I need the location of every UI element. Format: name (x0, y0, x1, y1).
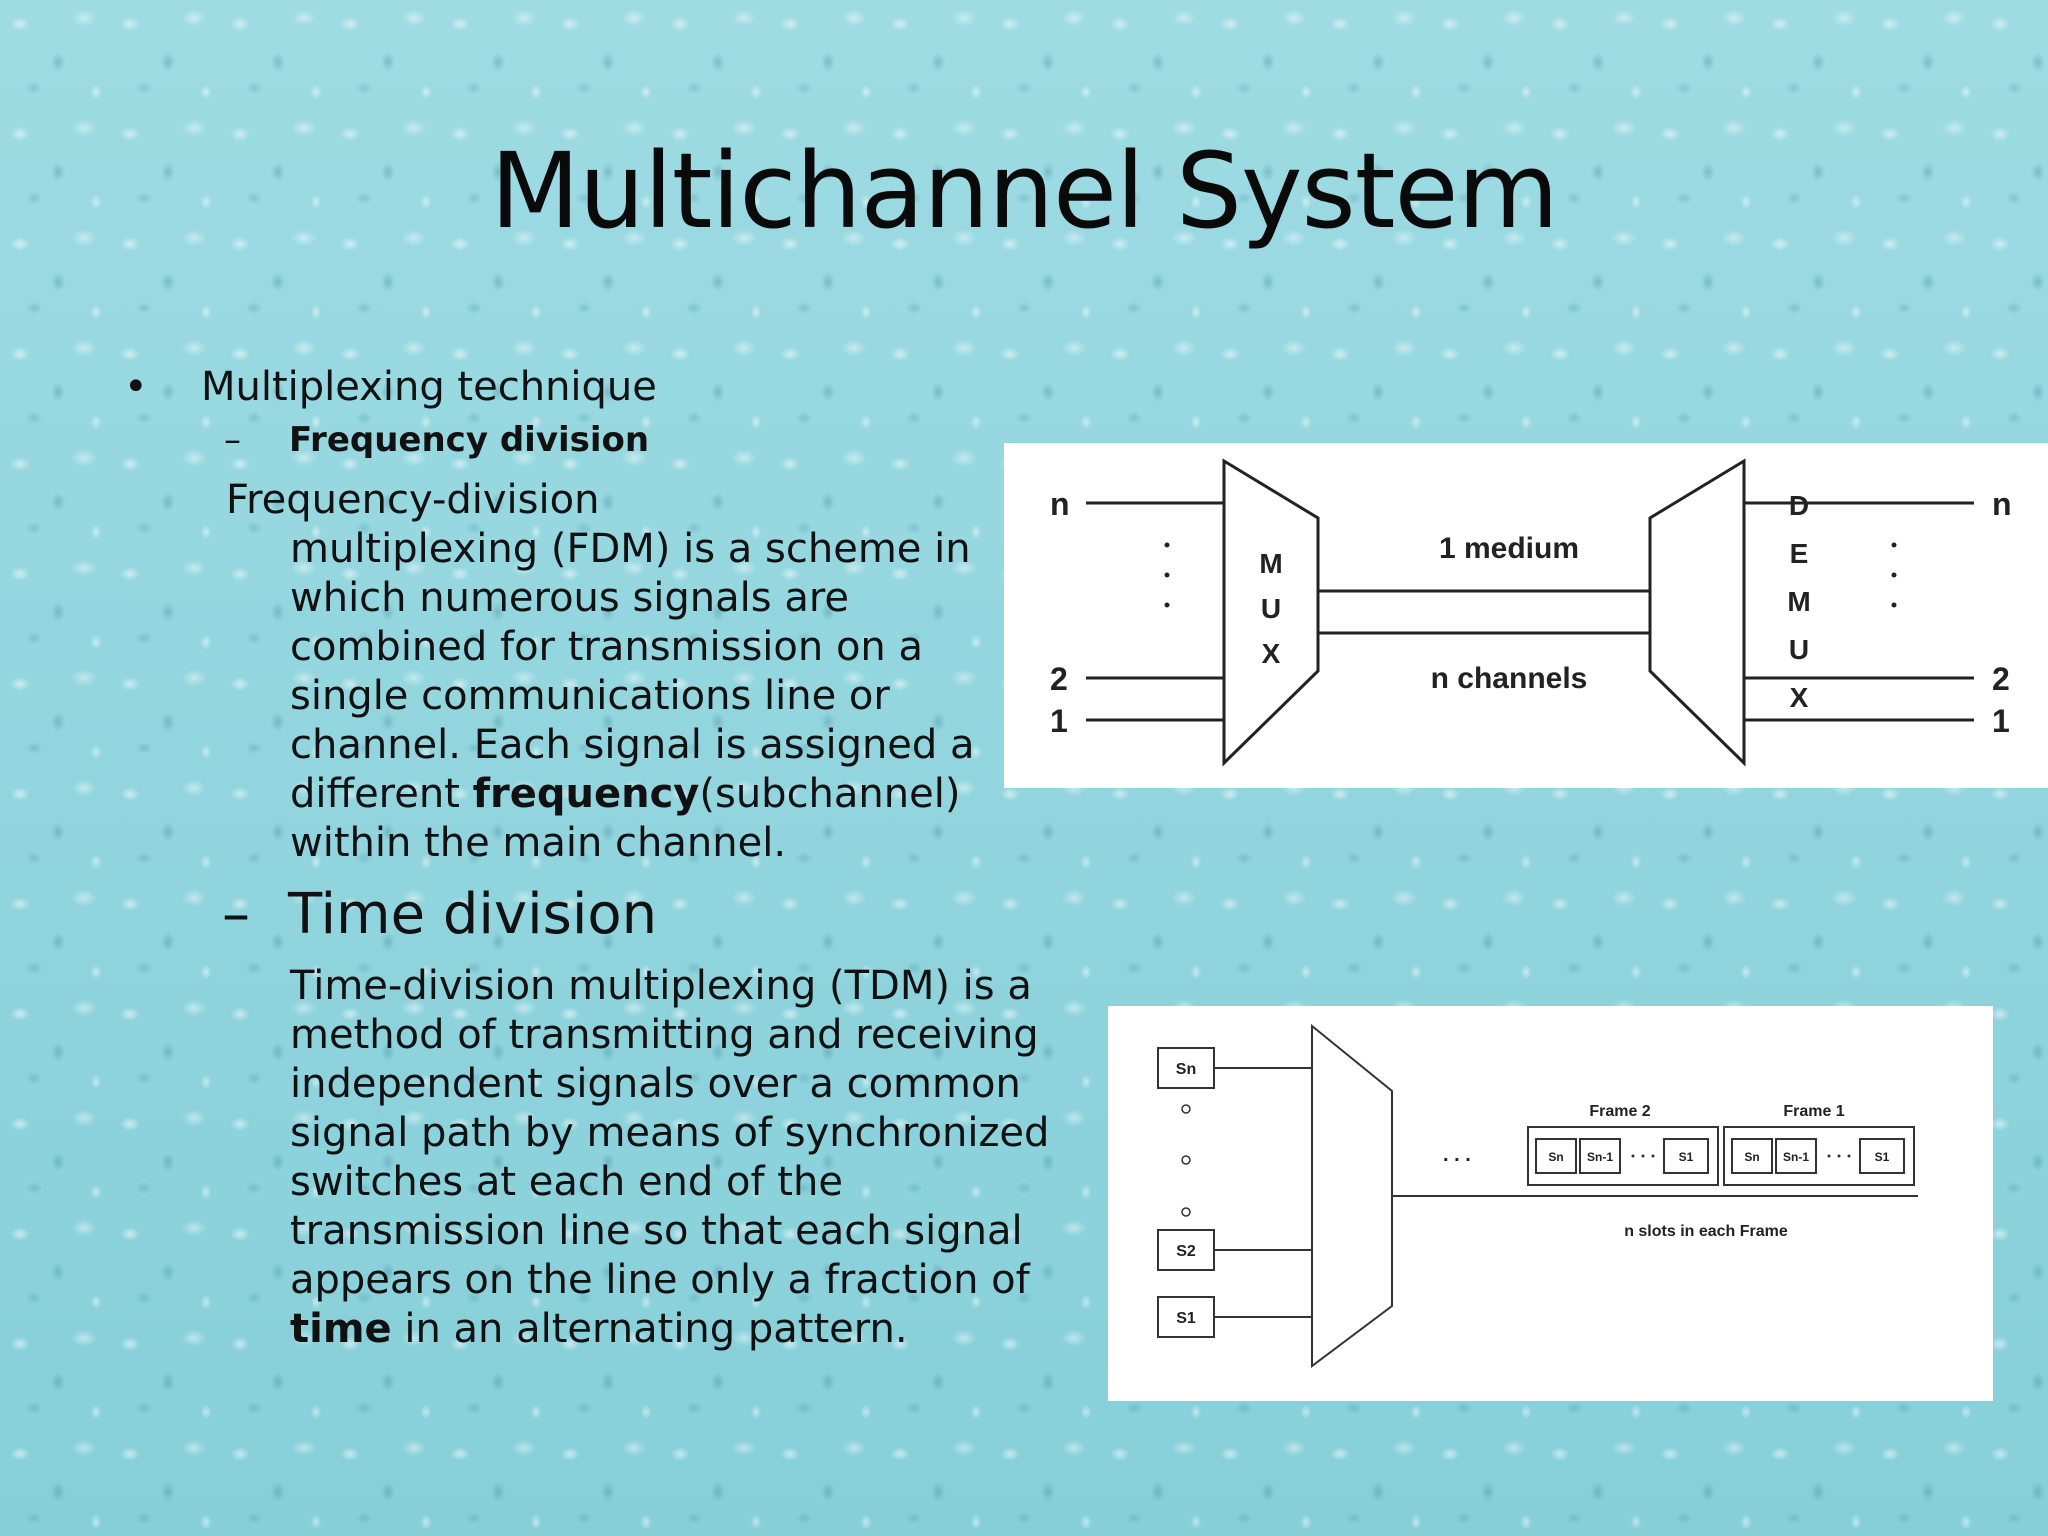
fdm-right-label-2: 2 (1992, 661, 2010, 697)
fdm-right-label-1: 1 (1992, 703, 2010, 739)
tdm-text-after: in an alternating pattern. (391, 1306, 908, 1352)
bullet-text: Multiplexing technique (201, 364, 657, 410)
tdm-paragraph: Time-division multiplexing (TDM) is a me… (290, 962, 1050, 1354)
mux-letter-u: U (1261, 593, 1281, 624)
fdm-left-label-1: 1 (1050, 703, 1068, 739)
mux-letter-m: M (1259, 548, 1282, 579)
f1-slot-sn-1: Sn-1 (1783, 1150, 1809, 1164)
source-label-sn: Sn (1176, 1061, 1196, 1078)
demux-letter-d: D (1789, 490, 1809, 521)
fdm-right-label-n: n (1992, 486, 2012, 522)
demux-letter-x: X (1790, 682, 1809, 713)
dash-marker: – (222, 882, 250, 947)
bullet-dot: • (124, 364, 148, 410)
demux-letter-u: U (1789, 634, 1809, 665)
mux-shape (1222, 458, 1320, 767)
fdm-diagram-svg: n 2 1 n 2 1 M U X D E M U X 1 medium n c… (1050, 458, 2012, 767)
tdm-text-before: Time-division multiplexing (TDM) is a me… (290, 963, 1050, 1303)
tdm-bold-word: time (290, 1306, 392, 1352)
dash-marker: – (224, 420, 241, 460)
f2-slot-s1: S1 (1679, 1150, 1694, 1164)
f1-slot-sn: Sn (1744, 1150, 1759, 1164)
ellipsis-dots: . . . (1443, 1144, 1471, 1166)
source-label-s1: S1 (1176, 1310, 1196, 1327)
mux-letter-x: X (1262, 638, 1281, 669)
f1-slot-s1: S1 (1875, 1150, 1890, 1164)
fdm-paragraph: Frequency-division multiplexing (FDM) is… (226, 476, 1016, 868)
f2-slot-sn-1: Sn-1 (1587, 1150, 1613, 1164)
fdm-subheading-text: Frequency division (289, 420, 650, 460)
fdm-first-line: Frequency-division (226, 477, 600, 523)
subheading-tdm: –Time division (222, 882, 657, 947)
subheading-fdm: – Frequency division (224, 420, 649, 460)
fdm-left-label-n: n (1050, 486, 1070, 522)
fdm-bold-word: frequency (472, 771, 700, 817)
slots-caption: n slots in each Frame (1624, 1223, 1788, 1240)
f2-slot-sn: Sn (1548, 1150, 1563, 1164)
fdm-text-after: (subchannel) within the main channel. (290, 771, 961, 866)
tdm-subheading-text: Time division (288, 882, 658, 947)
slide-title: Multichannel System (490, 130, 1559, 252)
tdm-diagram: Sn S2 S1 Frame 2 Frame 1 n slots in each… (1108, 1006, 1993, 1401)
demux-letter-e: E (1790, 538, 1809, 569)
fdm-left-label-2: 2 (1050, 661, 1068, 697)
source-label-s2: S2 (1176, 1243, 1196, 1260)
medium-label: 1 medium (1439, 532, 1579, 565)
channels-label: n channels (1431, 662, 1588, 695)
fdm-text-before: multiplexing (FDM) is a scheme in which … (290, 526, 975, 817)
fdm-body: multiplexing (FDM) is a scheme in which … (226, 525, 1016, 868)
demux-letter-m: M (1787, 586, 1810, 617)
fdm-diagram: n 2 1 n 2 1 M U X D E M U X 1 medium n c… (1004, 443, 2048, 788)
demux-shape (1648, 458, 1746, 767)
tdm-diagram-svg: Sn S2 S1 Frame 2 Frame 1 n slots in each… (1157, 1023, 1918, 1368)
frame1-label: Frame 1 (1783, 1103, 1844, 1120)
frame2-label: Frame 2 (1589, 1103, 1650, 1120)
